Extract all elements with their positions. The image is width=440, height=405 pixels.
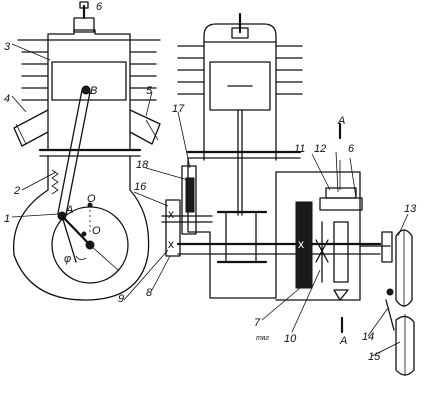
note-tyag: тяг <box>256 335 269 342</box>
leader-lines <box>11 43 409 357</box>
label-8: 8 <box>146 287 153 299</box>
port-4 <box>13 109 49 147</box>
label-11: 11 <box>294 143 305 155</box>
connecting-rod-left <box>57 85 91 221</box>
cooling-fins-left <box>17 39 161 101</box>
point-B: B <box>90 85 97 97</box>
pulley-assembly <box>385 229 415 376</box>
label-13: 13 <box>404 203 417 215</box>
label-6-top: 6 <box>96 1 103 13</box>
part-labels: 6 3 4 5 2 1 9 8 16 18 17 7 тяг 10 11 12 … <box>4 1 417 363</box>
label-17: 17 <box>172 103 185 115</box>
label-2: 2 <box>13 185 20 197</box>
crankcase-right <box>187 157 361 301</box>
piston-right <box>209 61 271 111</box>
label-4: 4 <box>4 93 10 105</box>
label-7: 7 <box>254 317 261 329</box>
left-engine-view: B A O O φ <box>12 1 161 301</box>
flywheel <box>295 201 313 289</box>
label-18: 18 <box>136 159 149 171</box>
point-O2: O <box>92 225 101 237</box>
label-6-side: 6 <box>348 143 355 155</box>
label-9: 9 <box>118 293 124 305</box>
label-10: 10 <box>284 333 297 345</box>
port-5 <box>129 109 161 145</box>
gear-10 <box>315 221 329 283</box>
label-16: 16 <box>134 181 147 193</box>
label-14: 14 <box>362 331 374 343</box>
label-1: 1 <box>4 213 10 225</box>
cylinder-head-right <box>203 23 277 43</box>
point-A: A <box>65 204 73 216</box>
point-O1: O <box>87 193 96 205</box>
label-15: 15 <box>368 351 381 363</box>
svg-text:x: x <box>298 237 304 251</box>
right-engine-view: x x x <box>161 12 415 376</box>
svg-text:x: x <box>168 207 174 221</box>
label-12: 12 <box>314 143 326 155</box>
section-A-bottom: A <box>339 335 347 347</box>
section-A-top: A <box>337 115 345 127</box>
cylinder-head-left <box>47 29 131 41</box>
svg-text:x: x <box>168 237 174 251</box>
crankcase-left <box>12 155 150 301</box>
cooling-fins-right <box>177 45 303 95</box>
angle-phi: φ <box>64 253 71 265</box>
cam-housing <box>181 165 197 235</box>
injector-left <box>73 1 95 33</box>
label-5: 5 <box>146 85 153 97</box>
label-3: 3 <box>4 41 11 53</box>
